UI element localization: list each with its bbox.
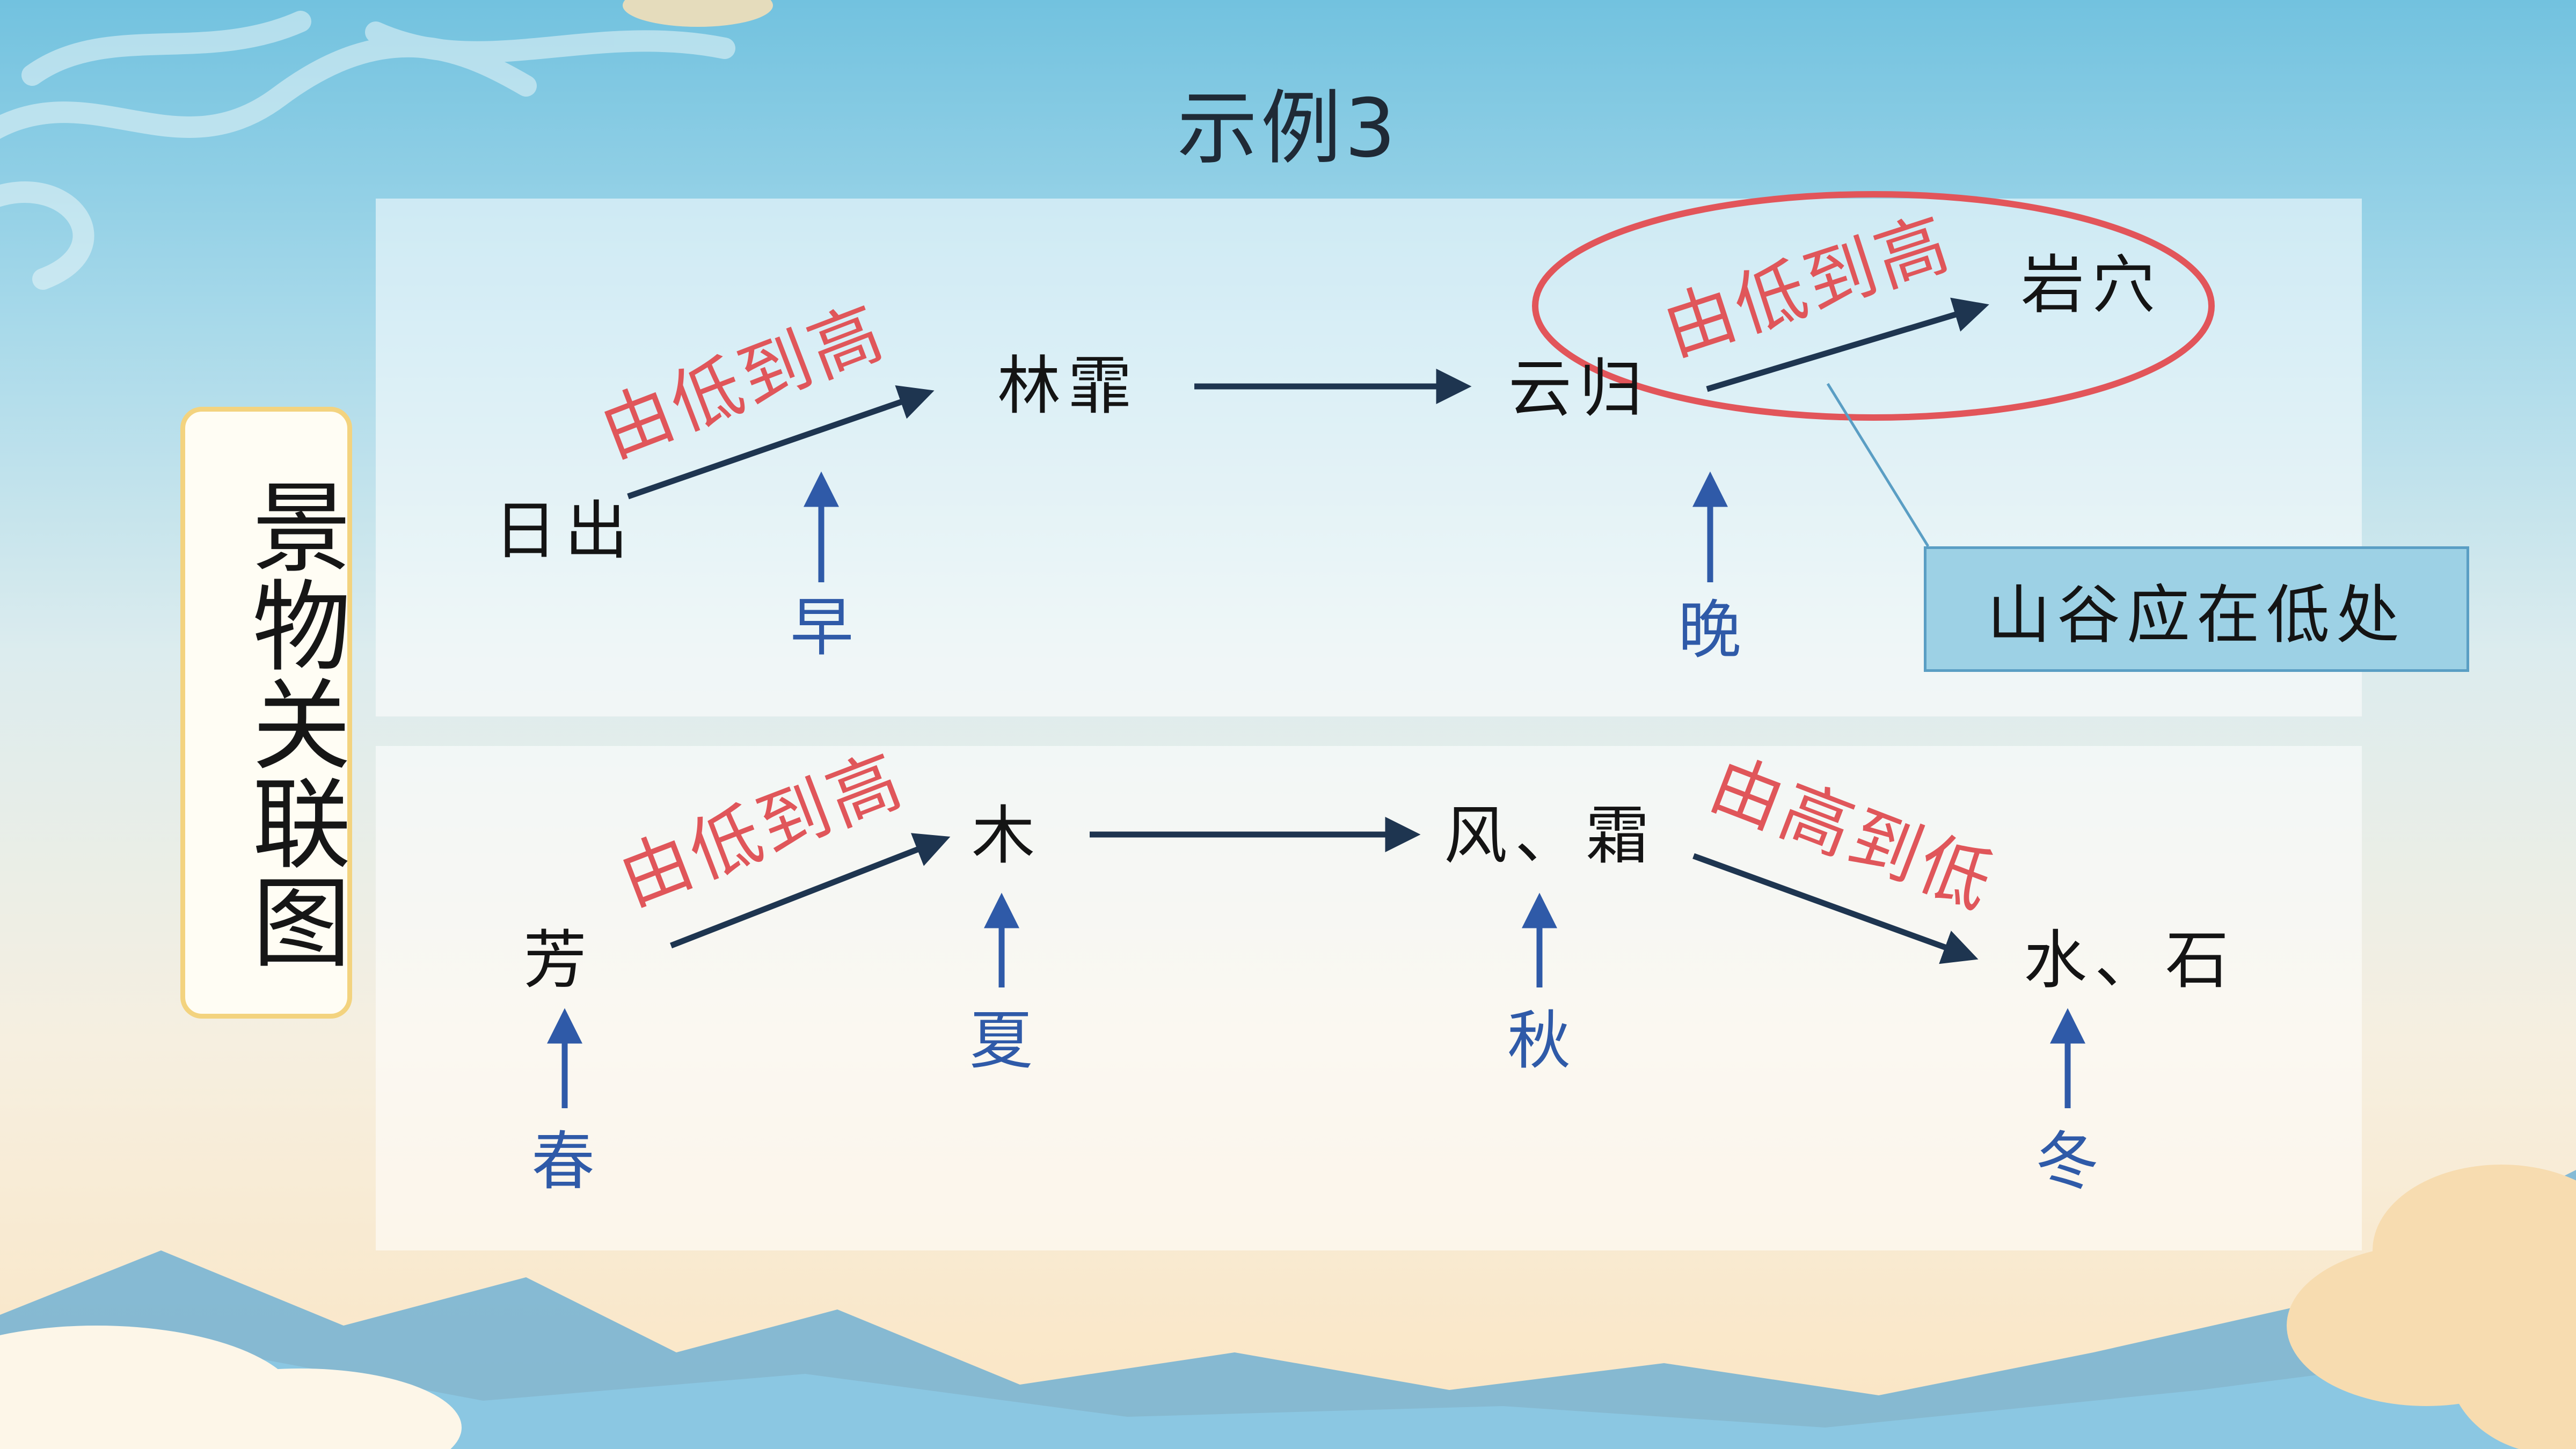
cloud-swirl-top-left [0, 11, 735, 290]
diagram-label-frame: 景物关联图 [180, 407, 352, 1019]
diagram-label: 景物关联图 [235, 476, 350, 970]
time-evening: 晚 [1678, 593, 1742, 667]
node-caves: 岩穴 [2021, 248, 2163, 322]
node-forest-mist: 林霏 [997, 349, 1140, 423]
season-winter: 冬 [2035, 1124, 2099, 1198]
slide-title: 示例3 [1177, 82, 1399, 175]
note-pointer-line [1826, 383, 1930, 547]
season-summer: 夏 [969, 1004, 1033, 1078]
arrow-clouds-to-caves [1706, 297, 1989, 392]
mountains-bottom [0, 1170, 2576, 1449]
arrow-fragrance-to-trees [670, 833, 951, 949]
time-morning: 早 [790, 590, 854, 664]
cloud-bottom-left [0, 1326, 462, 1449]
node-fragrance: 芳 [523, 923, 595, 997]
season-autumn: 秋 [1507, 1004, 1571, 1078]
cloud-bottom-right [2287, 1165, 2576, 1449]
node-wind-frost: 风、霜 [1444, 799, 1657, 873]
callout-note: 山谷应在低处 [1924, 546, 2469, 672]
node-water-stone: 水、石 [2024, 923, 2237, 997]
callout-note-text: 山谷应在低处 [1987, 577, 2406, 652]
arrow-sunrise-to-forest [627, 385, 935, 500]
node-trees: 木 [972, 799, 1043, 873]
cloud-top-right [623, 0, 773, 27]
lower-panel [376, 746, 2362, 1250]
node-sunrise: 日出 [494, 494, 636, 568]
highlight-ellipse [1532, 191, 2215, 421]
season-spring: 春 [531, 1124, 595, 1198]
arrow-frost-to-water [1692, 853, 1979, 964]
node-clouds-return: 云归 [1508, 352, 1651, 426]
